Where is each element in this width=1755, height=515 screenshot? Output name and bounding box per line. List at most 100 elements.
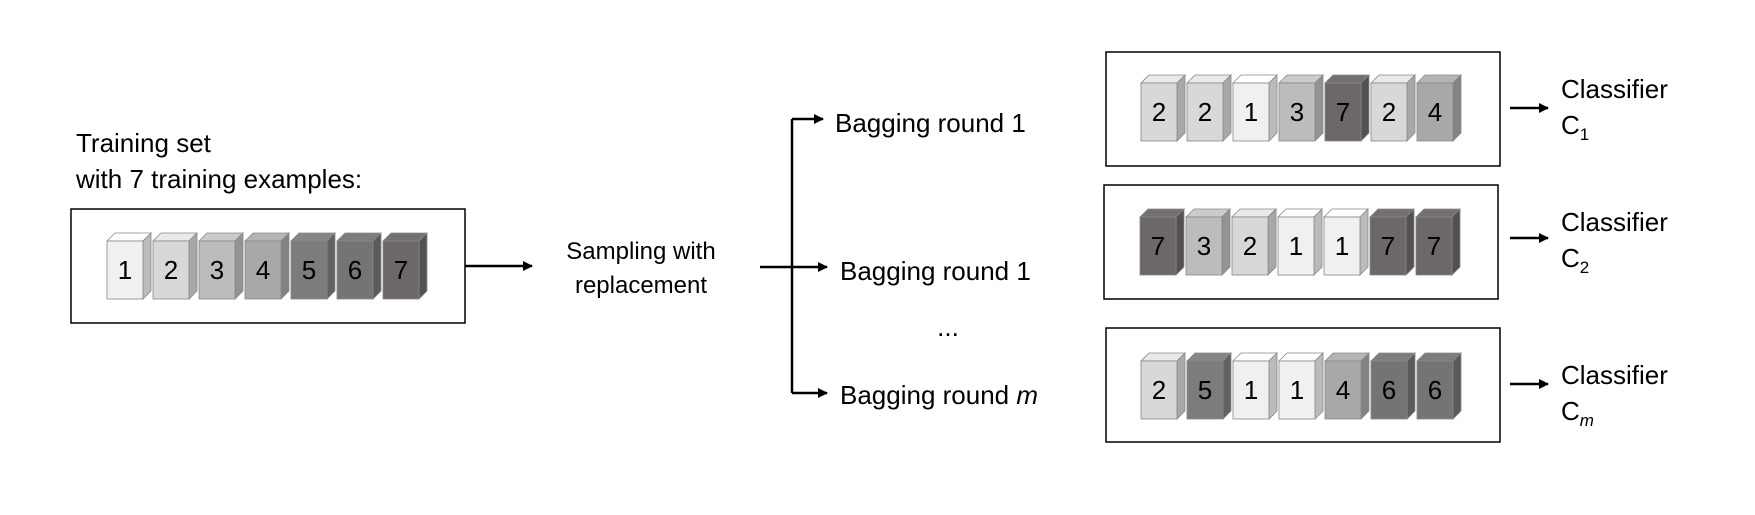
example-cube: 2 — [1140, 352, 1186, 420]
cube-number: 2 — [1152, 97, 1166, 127]
cube-side-face — [1176, 74, 1186, 142]
cube-number: 7 — [394, 255, 408, 285]
cube-front-face — [1416, 360, 1454, 420]
example-cube: 3 — [1278, 74, 1324, 142]
example-cube: 1 — [1232, 352, 1278, 420]
cube-number: 7 — [1151, 231, 1165, 261]
cube-front-face — [198, 240, 236, 300]
cube-front-face — [1232, 82, 1270, 142]
cube-side-face — [142, 232, 152, 300]
example-cube: 2 — [152, 232, 198, 300]
cube-front-face — [1186, 360, 1224, 420]
cube-number: 1 — [118, 255, 132, 285]
cube-number: 2 — [1198, 97, 1212, 127]
cube-side-face — [1176, 352, 1186, 420]
cube-number: 1 — [1244, 97, 1258, 127]
example-cube: 3 — [1185, 208, 1231, 276]
example-cube: 1 — [1278, 352, 1324, 420]
round-m-box — [1105, 327, 1501, 443]
cube-side-face — [1268, 352, 1278, 420]
cube-front-face — [1369, 216, 1407, 276]
cube-front-face — [1278, 82, 1316, 142]
example-cube: 4 — [1416, 74, 1462, 142]
sampling-label-line2: replacement — [575, 272, 707, 299]
example-cube: 7 — [1369, 208, 1415, 276]
classifier-2-label: Classifier — [1561, 207, 1668, 237]
classifier-2-symbol: C2 — [1561, 243, 1589, 277]
cube-number: 3 — [210, 255, 224, 285]
round-label-m: Bagging round m — [840, 380, 1038, 410]
cube-number: 7 — [1427, 231, 1441, 261]
cube-side-face — [1359, 208, 1369, 276]
cube-number: 1 — [1244, 375, 1258, 405]
sampling-label-line1: Sampling with — [566, 238, 715, 265]
round-2-box — [1103, 184, 1499, 300]
cube-front-face — [336, 240, 374, 300]
example-cube: 7 — [1139, 208, 1185, 276]
cube-front-face — [244, 240, 282, 300]
cube-front-face — [1140, 360, 1178, 420]
cube-number: 7 — [1381, 231, 1395, 261]
training-set-subtitle: with 7 training examples: — [75, 164, 362, 194]
cube-front-face — [152, 240, 190, 300]
cube-front-face — [1370, 360, 1408, 420]
cube-front-face — [1185, 216, 1223, 276]
cube-side-face — [1405, 208, 1415, 276]
cube-front-face — [1415, 216, 1453, 276]
example-cube: 1 — [1323, 208, 1369, 276]
cube-side-face — [1222, 74, 1232, 142]
round-label-1: Bagging round 1 — [835, 108, 1026, 138]
cube-side-face — [1175, 208, 1185, 276]
classifier-1-label: Classifier — [1561, 74, 1668, 104]
example-cube: 3 — [198, 232, 244, 300]
cube-front-face — [1186, 82, 1224, 142]
cube-side-face — [1267, 208, 1277, 276]
rounds-ellipsis: ... — [937, 312, 959, 342]
example-cube: 5 — [290, 232, 336, 300]
cube-number: 1 — [1290, 375, 1304, 405]
cube-front-face — [1323, 216, 1361, 276]
cube-number: 5 — [1198, 375, 1212, 405]
cube-side-face — [1314, 74, 1324, 142]
cube-side-face — [1268, 74, 1278, 142]
example-cube: 4 — [244, 232, 290, 300]
cube-side-face — [1451, 208, 1461, 276]
cube-number: 3 — [1197, 231, 1211, 261]
cube-front-face — [1278, 360, 1316, 420]
cube-side-face — [1314, 352, 1324, 420]
example-cube: 1 — [106, 232, 152, 300]
cube-side-face — [188, 232, 198, 300]
example-cube: 7 — [1415, 208, 1461, 276]
cube-side-face — [1360, 74, 1370, 142]
example-cube: 5 — [1186, 352, 1232, 420]
example-cube: 6 — [1370, 352, 1416, 420]
example-cube: 7 — [382, 232, 428, 300]
cube-front-face — [1370, 82, 1408, 142]
cube-side-face — [372, 232, 382, 300]
cube-number: 2 — [164, 255, 178, 285]
round-label-2: Bagging round 1 — [840, 256, 1031, 286]
cube-front-face — [290, 240, 328, 300]
example-cube: 4 — [1324, 352, 1370, 420]
cube-side-face — [1360, 352, 1370, 420]
cube-number: 1 — [1335, 231, 1349, 261]
cube-front-face — [106, 240, 144, 300]
cube-number: 4 — [256, 255, 270, 285]
cube-number: 6 — [348, 255, 362, 285]
cube-side-face — [1406, 74, 1416, 142]
cube-side-face — [1222, 352, 1232, 420]
cube-number: 7 — [1336, 97, 1350, 127]
cube-front-face — [1231, 216, 1269, 276]
example-cube: 2 — [1140, 74, 1186, 142]
round-1-box — [1105, 51, 1501, 167]
cube-number: 6 — [1428, 375, 1442, 405]
cube-side-face — [1452, 74, 1462, 142]
cube-front-face — [1324, 360, 1362, 420]
cube-number: 3 — [1290, 97, 1304, 127]
cube-front-face — [1140, 82, 1178, 142]
cube-front-face — [1139, 216, 1177, 276]
cube-front-face — [1232, 360, 1270, 420]
classifier-m-label: Classifier — [1561, 360, 1668, 390]
